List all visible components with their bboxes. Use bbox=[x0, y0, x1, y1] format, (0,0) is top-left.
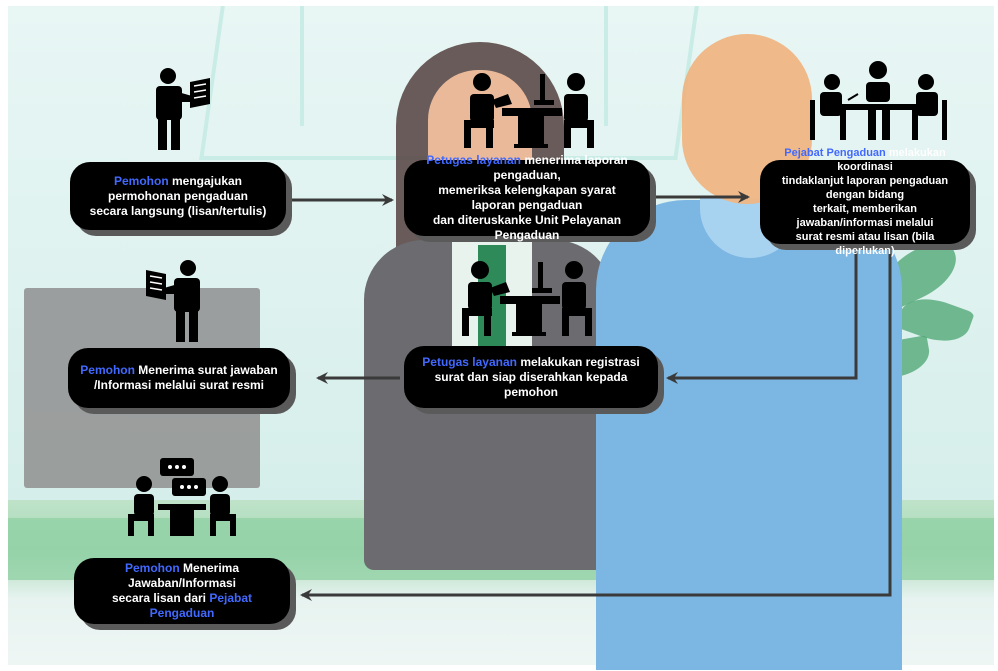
step-1-box: Pemohon mengajukan permohonan pengaduan … bbox=[70, 162, 286, 230]
step-5-description: Menerima surat jawaban /Informasi melalu… bbox=[93, 363, 278, 392]
step-2-actor: Petugas layanan bbox=[426, 153, 521, 167]
step-3-description: melakukan koordinasi tindaklanjut lapora… bbox=[781, 147, 949, 257]
step-5-box: Pemohon Menerima surat jawaban /Informas… bbox=[68, 348, 290, 408]
step-2-box: Petugas layanan menerima laporan pengadu… bbox=[404, 153, 650, 242]
step-2-description: menerima laporan pengaduan, memeriksa ke… bbox=[432, 153, 628, 242]
meeting-table-icon bbox=[810, 61, 947, 140]
chat-discussion-icon bbox=[128, 458, 236, 536]
step-4-description: melakukan registrasi surat dan siap dise… bbox=[434, 354, 640, 399]
step-6-actor: Pemohon bbox=[124, 561, 180, 575]
arrow-step3-to-step6 bbox=[300, 246, 892, 601]
step-6-description: Menerima Jawaban/Informasi secara lisan … bbox=[111, 561, 240, 605]
step-6-box: Pemohon Menerima Jawaban/Informasi secar… bbox=[74, 558, 290, 624]
step-6-text: Pemohon Menerima Jawaban/Informasi secar… bbox=[86, 561, 278, 621]
step-5-text: Pemohon Menerima surat jawaban /Informas… bbox=[80, 363, 277, 393]
step-3-text: Pejabat Pengaduan melakukan koordinasi t… bbox=[772, 146, 958, 258]
step-4-text: Petugas layanan melakukan registrasi sur… bbox=[416, 355, 646, 400]
step-4-actor: Petugas layanan bbox=[422, 354, 517, 369]
step-3-box: Pejabat Pengaduan melakukan koordinasi t… bbox=[760, 147, 970, 257]
two-officers-at-desk-icon bbox=[464, 73, 594, 148]
step-1-actor: Pemohon bbox=[113, 173, 169, 188]
two-officers-at-desk-icon bbox=[462, 261, 592, 336]
step-1-text: Pemohon mengajukan permohonan pengaduan … bbox=[82, 174, 274, 219]
step-5-actor: Pemohon bbox=[80, 363, 135, 377]
person-holding-document-icon bbox=[146, 260, 200, 342]
background-window-frame bbox=[300, 6, 608, 126]
step-1-description: mengajukan permohonan pengaduan secara l… bbox=[89, 173, 267, 218]
arrow-step3-to-step4 bbox=[666, 246, 858, 384]
person-holding-document-icon bbox=[156, 68, 210, 150]
step-2-text: Petugas layanan menerima laporan pengadu… bbox=[416, 153, 638, 243]
step-4-box: Petugas layanan melakukan registrasi sur… bbox=[404, 346, 658, 408]
step-6-actor-end: Pejabat Pengaduan bbox=[149, 591, 253, 620]
step-3-actor: Pejabat Pengaduan bbox=[784, 147, 886, 159]
background-man-body bbox=[596, 200, 902, 670]
